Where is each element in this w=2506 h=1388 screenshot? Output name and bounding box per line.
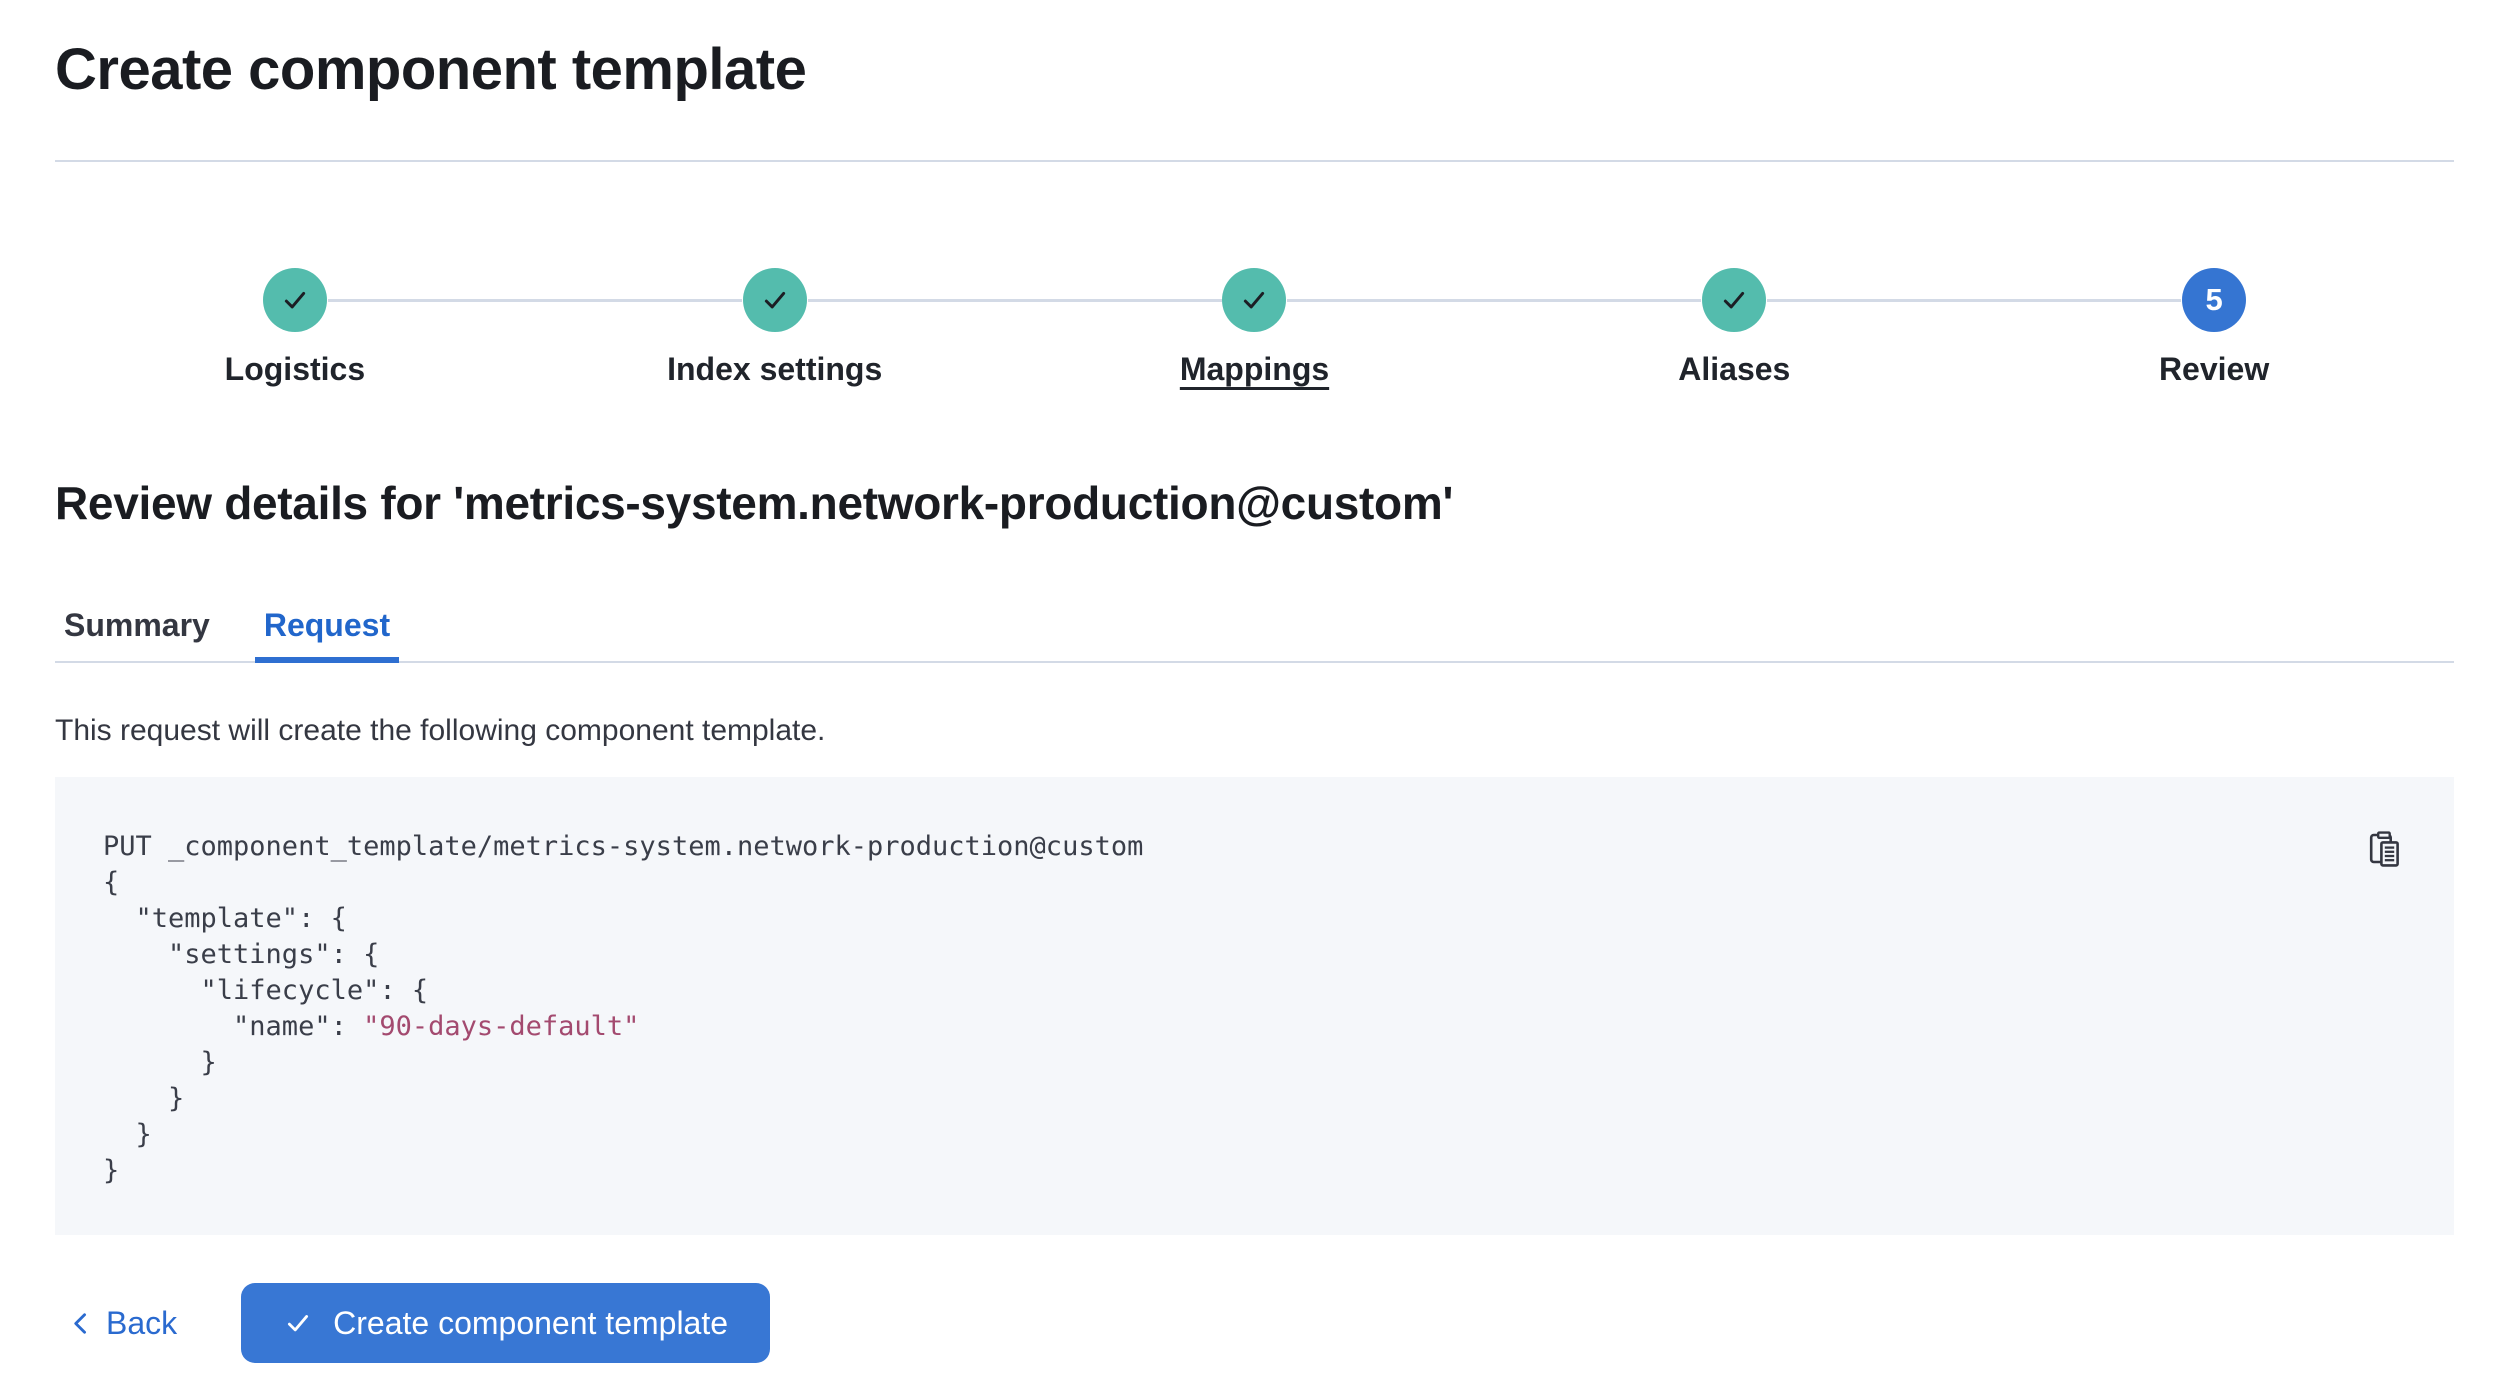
step-complete-circle[interactable] bbox=[742, 268, 807, 332]
page-title: Create component template bbox=[55, 37, 807, 102]
copy-button[interactable] bbox=[2364, 827, 2404, 871]
back-label: Back bbox=[106, 1305, 178, 1341]
step-complete-circle[interactable] bbox=[262, 268, 327, 332]
copy-clipboard-icon bbox=[2368, 831, 2400, 867]
wizard-footer: Back Create component template bbox=[55, 1283, 2454, 1363]
check-icon bbox=[283, 1308, 313, 1338]
tab-request[interactable]: Request bbox=[254, 605, 400, 663]
tab-summary[interactable]: Summary bbox=[55, 605, 219, 661]
step-index-settings[interactable]: Index settings bbox=[534, 268, 1015, 389]
check-icon bbox=[280, 285, 310, 315]
step-review: 5 Review bbox=[1974, 268, 2454, 389]
request-code-block: PUT _component_template/metrics-system.n… bbox=[55, 777, 2454, 1235]
request-description: This request will create the following c… bbox=[55, 714, 826, 747]
header-divider bbox=[55, 160, 2454, 162]
step-logistics[interactable]: Logistics bbox=[55, 268, 535, 389]
step-complete-circle[interactable] bbox=[1222, 268, 1287, 332]
review-tabs: Summary Request bbox=[55, 605, 2454, 663]
check-icon bbox=[1719, 285, 1749, 315]
chevron-left-icon bbox=[67, 1310, 94, 1337]
review-details-heading: Review details for 'metrics-system.netwo… bbox=[55, 477, 1454, 529]
step-current-circle: 5 bbox=[2182, 268, 2247, 332]
submit-label: Create component template bbox=[333, 1304, 729, 1341]
check-icon bbox=[1239, 285, 1269, 315]
step-label[interactable]: Mappings bbox=[1179, 351, 1330, 387]
step-aliases[interactable]: Aliases bbox=[1494, 268, 1974, 389]
step-complete-circle[interactable] bbox=[1702, 268, 1767, 332]
create-component-template-button[interactable]: Create component template bbox=[241, 1283, 771, 1363]
stepper: Logistics Index settings Mappings Aliase… bbox=[55, 268, 2454, 389]
step-label[interactable]: Aliases bbox=[1678, 351, 1791, 387]
check-icon bbox=[760, 285, 790, 315]
step-number: 5 bbox=[2205, 282, 2223, 317]
step-label: Review bbox=[2158, 351, 2270, 387]
step-label[interactable]: Index settings bbox=[667, 351, 883, 387]
step-mappings[interactable]: Mappings bbox=[1014, 268, 1495, 389]
step-label[interactable]: Logistics bbox=[224, 351, 366, 387]
request-code: PUT _component_template/metrics-system.n… bbox=[103, 831, 1144, 1186]
back-button[interactable]: Back bbox=[55, 1303, 177, 1343]
